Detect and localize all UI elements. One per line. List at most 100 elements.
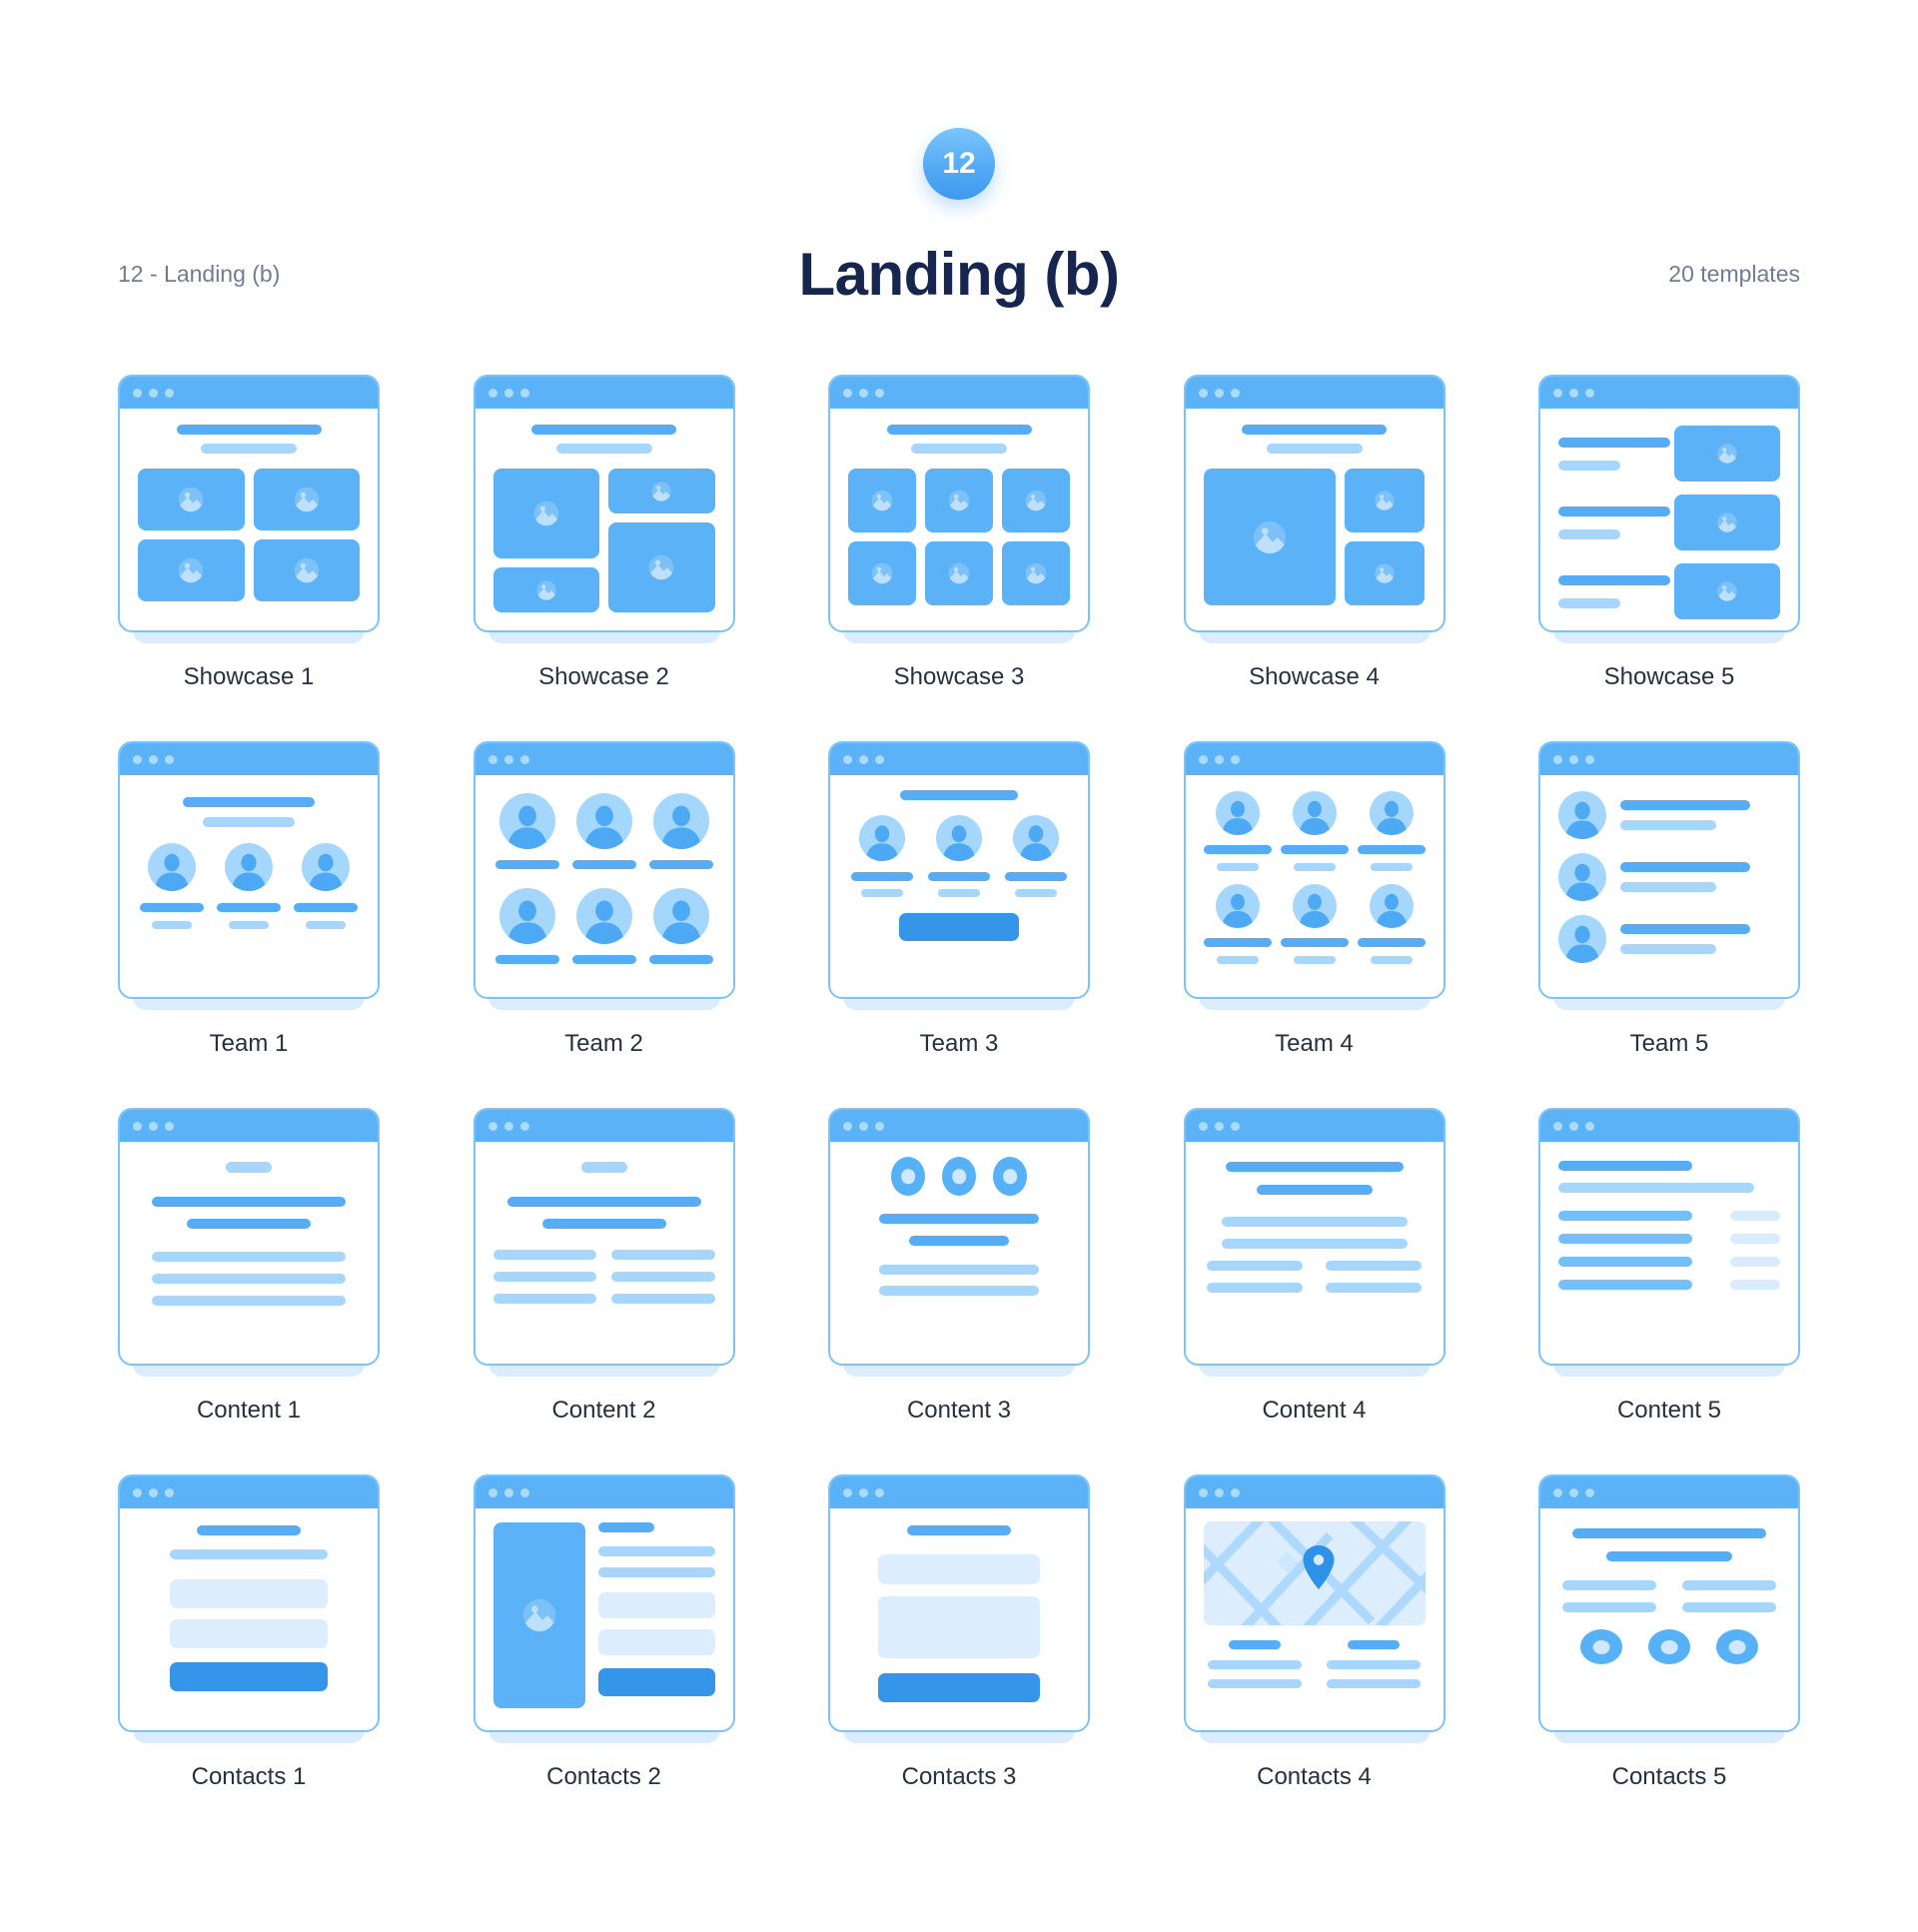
heading-line: [886, 425, 1032, 435]
text-line: [1558, 1211, 1692, 1221]
text-line: [1221, 1217, 1408, 1227]
template-card-team-2[interactable]: Team 2: [473, 741, 735, 1058]
input-shape: [597, 1592, 715, 1618]
name-line: [1357, 845, 1426, 854]
social-icons-row: [1580, 1629, 1758, 1664]
template-card-showcase-5[interactable]: Showcase 5: [1538, 375, 1800, 691]
template-card-showcase-4[interactable]: Showcase 4: [1183, 375, 1445, 691]
template-card-contacts-2[interactable]: Contacts 2: [473, 1474, 735, 1791]
template-label: Content 4: [1262, 1397, 1367, 1424]
template-card-contacts-1[interactable]: Contacts 1: [118, 1474, 380, 1791]
button-shape: [597, 1668, 715, 1696]
template-card-showcase-2[interactable]: Showcase 2: [473, 375, 735, 691]
avatar-icon: [936, 815, 982, 861]
image-placeholder: [138, 469, 245, 530]
template-card-contacts-5[interactable]: Contacts 5: [1538, 1474, 1800, 1791]
image-placeholder: [1345, 541, 1426, 605]
role-line: [1293, 863, 1336, 871]
name-line: [571, 955, 636, 964]
template-card-content-3[interactable]: Content 3: [828, 1108, 1090, 1425]
textarea-shape: [878, 1596, 1040, 1658]
wireframe-content: [476, 409, 733, 612]
image-masonry: [492, 469, 715, 612]
input-shape: [597, 1629, 715, 1655]
template-label: Team 3: [919, 1030, 999, 1057]
feature-circle-icon: [993, 1157, 1027, 1196]
template-card-contacts-3[interactable]: Contacts 3: [828, 1474, 1090, 1791]
browser-titlebar: [475, 377, 733, 409]
image-placeholder-icon: [1370, 485, 1400, 515]
window-control-dots-icon: [843, 754, 852, 764]
template-card-showcase-1[interactable]: Showcase 1: [118, 375, 380, 691]
template-card-team-1[interactable]: Team 1: [118, 741, 380, 1058]
avatar-icon: [1215, 884, 1260, 928]
text-block: [1620, 800, 1750, 830]
text-line: [1327, 1679, 1421, 1688]
browser-mockup: [1183, 741, 1445, 999]
team-member: [292, 843, 360, 929]
name-line: [1203, 938, 1272, 947]
text-line: [1682, 1580, 1776, 1590]
template-card-content-2[interactable]: Content 2: [473, 1108, 735, 1425]
text-line: [879, 1286, 1039, 1296]
template-card-content-5[interactable]: Content 5: [1538, 1108, 1800, 1425]
wireframe-content: [120, 1508, 378, 1691]
window-control-dots-icon: [133, 754, 142, 764]
team-grid: [1203, 791, 1426, 964]
template-card-team-5[interactable]: Team 5: [1538, 741, 1800, 1058]
browser-mockup: [1538, 741, 1800, 999]
window-control-dots-icon: [133, 388, 142, 398]
heading-line: [907, 1525, 1011, 1535]
wireframe-content: [120, 409, 378, 601]
role-line: [152, 921, 192, 929]
window-control-dots-icon: [487, 754, 497, 764]
role-line: [1293, 956, 1336, 964]
browser-mockup: [118, 741, 380, 999]
template-card-team-3[interactable]: Team 3: [828, 741, 1090, 1058]
feature-circle-icon: [891, 1157, 925, 1196]
template-label: Showcase 5: [1603, 663, 1735, 690]
subtitle-line: [1266, 444, 1363, 454]
template-card-content-1[interactable]: Content 1: [118, 1108, 380, 1425]
avatar-icon: [1369, 791, 1414, 835]
window-control-dots-icon: [1553, 1121, 1562, 1131]
window-control-dots-icon: [487, 388, 497, 398]
image-placeholder-icon: [1712, 576, 1742, 606]
form-column: [597, 1522, 715, 1708]
contact-block: [1208, 1640, 1302, 1688]
template-card-team-4[interactable]: Team 4: [1183, 741, 1445, 1058]
browser-titlebar: [475, 1476, 733, 1508]
window-control-dots-icon: [133, 1121, 142, 1131]
name-line: [1620, 800, 1750, 810]
browser-mockup: [828, 741, 1090, 999]
social-circle-icon: [1648, 1629, 1690, 1664]
browser-mockup: [1183, 1474, 1445, 1732]
subtitle-line: [170, 1549, 328, 1559]
avatar-icon: [1292, 884, 1337, 928]
wireframe-content: [1186, 1142, 1443, 1293]
browser-titlebar: [1540, 743, 1798, 775]
wireframe-content: [1540, 775, 1798, 963]
template-label: Team 4: [1275, 1030, 1354, 1057]
template-card-contacts-4[interactable]: Contacts 4: [1183, 1474, 1445, 1791]
browser-mockup: [828, 375, 1090, 632]
browser-titlebar: [120, 1110, 378, 1142]
browser-titlebar: [830, 1110, 1088, 1142]
image-placeholder: [848, 469, 916, 532]
list-row: [1558, 1257, 1780, 1267]
browser-titlebar: [830, 377, 1088, 409]
image-placeholder-icon: [288, 481, 326, 518]
template-card-content-4[interactable]: Content 4: [1183, 1108, 1445, 1425]
list-row: [1558, 1211, 1780, 1221]
image-placeholder: [1002, 469, 1070, 532]
contact-block: [1327, 1640, 1421, 1688]
window-control-dots-icon: [487, 1121, 497, 1131]
text-line: [1558, 460, 1620, 471]
image-placeholder: [1203, 469, 1337, 605]
image-placeholder: [1674, 563, 1780, 619]
browser-mockup: [473, 1474, 735, 1732]
heading-line: [900, 790, 1018, 800]
template-card-showcase-3[interactable]: Showcase 3: [828, 375, 1090, 691]
input-shape: [170, 1579, 328, 1608]
contact-columns: [1204, 1640, 1426, 1688]
